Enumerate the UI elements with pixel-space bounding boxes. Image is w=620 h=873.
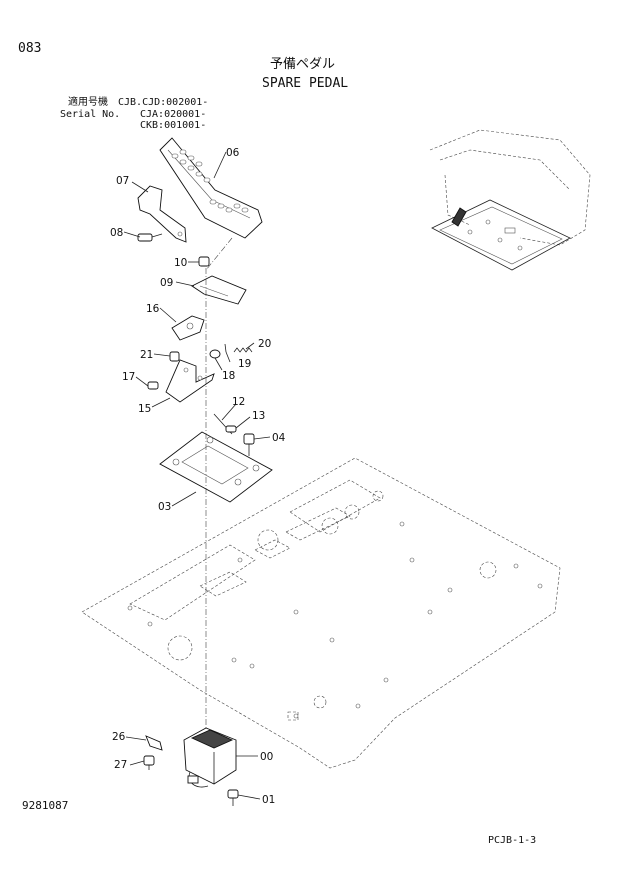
switch-part-16 xyxy=(171,315,205,341)
screw-part-21 xyxy=(169,351,180,362)
bracket-part-07 xyxy=(137,185,187,243)
clip-part-26 xyxy=(145,735,163,751)
screw-part-27 xyxy=(143,755,155,770)
callout-17: 17 xyxy=(122,371,135,383)
callout-09: 09 xyxy=(160,277,173,289)
washer-part-18 xyxy=(209,349,221,359)
bolt-part-08 xyxy=(137,233,163,242)
base-plate-part-03 xyxy=(159,431,273,503)
bracket-part-15 xyxy=(165,359,215,403)
serial-1: CJB.CJD:002001- xyxy=(118,97,209,108)
drawing-number: 9281087 xyxy=(22,799,69,812)
callout-18: 18 xyxy=(222,370,235,382)
callout-03: 03 xyxy=(158,501,171,513)
bolt-part-04 xyxy=(243,433,255,456)
callout-16: 16 xyxy=(146,303,160,315)
callout-12: 12 xyxy=(232,396,245,408)
callout-labels: 06 07 08 10 09 16 20 21 19 17 18 12 15 1… xyxy=(110,147,286,806)
title-english: SPARE PEDAL xyxy=(262,76,349,91)
bolt-part-10 xyxy=(198,256,210,267)
applicability-label-en: Serial No. xyxy=(60,109,121,120)
cab-floor-plate xyxy=(81,457,561,769)
page-code: PCJB-1-3 xyxy=(488,835,537,846)
callout-01: 01 xyxy=(262,794,275,806)
callout-19: 19 xyxy=(238,358,251,370)
leader-lines xyxy=(123,151,271,800)
callout-07: 07 xyxy=(116,175,129,187)
applicability-label-jp: 適用号機 xyxy=(68,97,108,108)
switch-box-part-00 xyxy=(183,727,237,788)
callout-06: 06 xyxy=(226,147,240,159)
pedal-part-06 xyxy=(159,137,263,239)
bracket-part-09 xyxy=(191,275,247,305)
callout-10: 10 xyxy=(174,257,187,269)
title-japanese: 予備ペダル xyxy=(270,57,336,72)
callout-04: 04 xyxy=(272,432,286,444)
machine-overview-inset xyxy=(429,129,591,271)
callout-27: 27 xyxy=(114,759,127,771)
screw-part-17 xyxy=(147,381,159,390)
serial-3: CKB:001001- xyxy=(140,120,207,131)
pin-part-19 xyxy=(224,343,227,353)
serial-2: CJA:020001- xyxy=(140,109,207,120)
callout-08: 08 xyxy=(110,227,123,239)
page-number: 083 xyxy=(18,41,42,56)
spring-part-20 xyxy=(233,347,253,353)
callout-20: 20 xyxy=(258,338,271,350)
bolt-part-01 xyxy=(227,789,239,806)
callout-21: 21 xyxy=(140,349,153,361)
callout-00: 00 xyxy=(260,751,273,763)
callout-13: 13 xyxy=(252,410,265,422)
callout-26: 26 xyxy=(112,731,126,743)
assembly-centerline-upper xyxy=(205,237,233,271)
nut-part-13 xyxy=(225,425,237,433)
callout-15: 15 xyxy=(138,403,151,415)
